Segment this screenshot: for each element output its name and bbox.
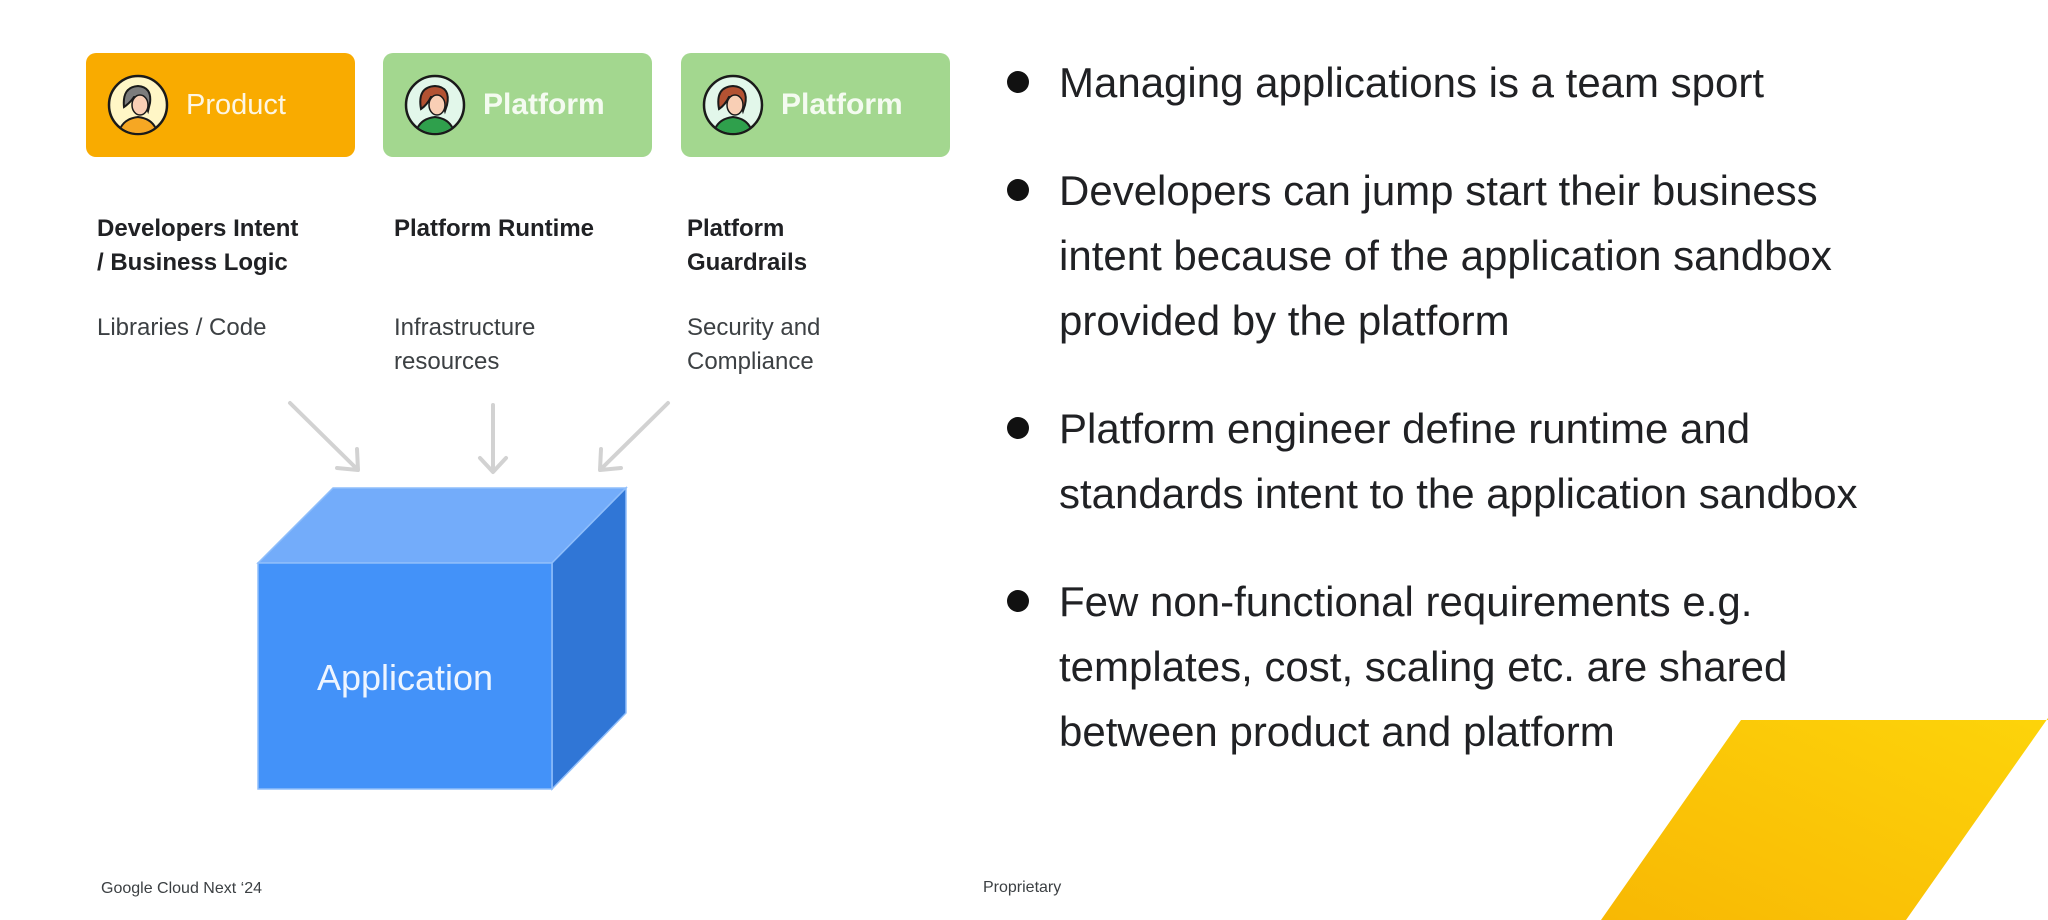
bullet-line: between product and platform — [1059, 708, 1615, 755]
column-description-line: Security and — [687, 314, 821, 341]
column-title-line: Guardrails — [687, 249, 808, 276]
column-platform-runtime: Platform Runtime Infrastructure resource… — [394, 212, 654, 375]
bullet-dot-icon — [1007, 417, 1029, 439]
role-box-platform-runtime: Platform — [383, 53, 652, 157]
column-developers-intent: Developers Intent / Business Logic Libra… — [97, 212, 357, 341]
bullet-dot-icon — [1007, 590, 1029, 612]
role-box-platform-guardrails: Platform — [681, 53, 950, 157]
person-avatar-icon — [107, 74, 169, 136]
cube-label: Application — [317, 657, 493, 698]
application-diagram: Application — [256, 401, 670, 791]
bullet-item: Platform engineer define runtime and sta… — [1000, 396, 2000, 526]
bullet-line: Managing applications is a team sport — [1059, 59, 1765, 106]
column-description: Security and Compliance — [687, 311, 947, 379]
bullet-line: standards intent to the application sand… — [1059, 470, 1858, 517]
column-description-line: Compliance — [687, 348, 814, 375]
column-title-line: Developers Intent — [97, 215, 299, 242]
column-description: Infrastructure resources — [394, 311, 654, 379]
bullet-item: Developers can jump start their business… — [1000, 158, 2000, 353]
arrow-icon — [478, 403, 508, 474]
bullet-line: templates, cost, scaling etc. are shared — [1059, 643, 1788, 690]
person-avatar-icon — [702, 74, 764, 136]
column-title: Platform Runtime — [394, 212, 654, 246]
bullet-list: Managing applications is a team sport De… — [1000, 50, 2000, 807]
bullet-line: Developers can jump start their business — [1059, 167, 1818, 214]
bullet-line: Few non-functional requirements e.g. — [1059, 578, 1753, 625]
column-description-line: resources — [394, 348, 500, 375]
bullet-line: Platform engineer define runtime and — [1059, 405, 1751, 452]
footer-classification-label: Proprietary — [983, 879, 1062, 896]
role-box-product: Product — [86, 53, 355, 157]
bullet-dot-icon — [1007, 71, 1029, 93]
arrow-icon — [288, 401, 360, 472]
application-cube: Application — [256, 486, 628, 791]
column-title-line: Platform — [687, 215, 785, 242]
column-description-line: Libraries / Code — [97, 314, 267, 341]
bullet-item: Managing applications is a team sport — [1000, 50, 2000, 115]
bullet-dot-icon — [1007, 179, 1029, 201]
footer-event-label: Google Cloud Next ‘24 — [101, 880, 262, 897]
person-avatar-icon — [404, 74, 466, 136]
bullet-line: intent because of the application sandbo… — [1059, 232, 1832, 279]
column-title: Developers Intent / Business Logic — [97, 212, 357, 280]
bullet-item: Few non-functional requirements e.g. tem… — [1000, 569, 2000, 764]
role-label-platform: Platform — [781, 88, 903, 121]
column-description: Libraries / Code — [97, 311, 357, 345]
arrow-icon — [598, 401, 670, 472]
column-platform-guardrails: Platform Guardrails Security and Complia… — [687, 212, 947, 375]
role-label-product: Product — [186, 89, 286, 121]
column-title-line: Platform Runtime — [394, 215, 595, 242]
column-title-line: / Business Logic — [97, 249, 288, 276]
column-title: Platform Guardrails — [687, 212, 947, 280]
column-description-line: Infrastructure — [394, 314, 536, 341]
bullet-line: provided by the platform — [1059, 297, 1510, 344]
role-label-platform: Platform — [483, 88, 605, 121]
cube-front-face — [257, 562, 553, 790]
